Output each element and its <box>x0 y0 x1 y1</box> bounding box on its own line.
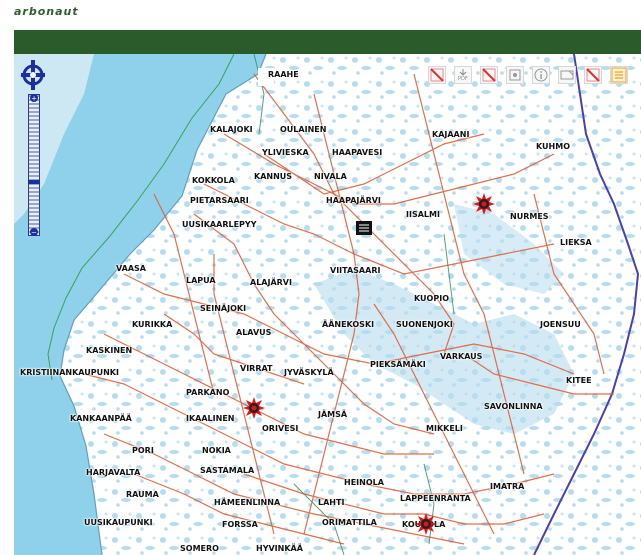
disabled-tool-icon <box>586 68 600 82</box>
city-label: SAVONLINNA <box>484 402 543 411</box>
city-label: HAAPAJÄRVI <box>326 196 381 205</box>
layers-list-icon <box>611 67 627 83</box>
city-label: KASKINEN <box>86 346 133 355</box>
zoom-handle <box>28 180 40 184</box>
land-strip <box>258 68 274 86</box>
zoom-extent-button[interactable] <box>506 66 524 84</box>
red-burst-marker[interactable] <box>242 396 266 420</box>
city-label: KAJAANI <box>432 130 470 139</box>
city-label: KANNUS <box>254 172 293 181</box>
zoom-in-icon <box>30 94 38 102</box>
zoom-extent-icon <box>509 69 521 81</box>
city-label: KUOPIO <box>414 294 449 303</box>
city-label: NIVALA <box>314 172 347 181</box>
coastline <box>59 54 267 555</box>
city-label: KOKKOLA <box>192 176 235 185</box>
city-label: SOMERO <box>180 544 219 553</box>
city-label: ALAVUS <box>236 328 272 337</box>
city-label: NURMES <box>510 212 549 221</box>
app-header: arbonaut <box>0 0 641 30</box>
city-label: KUHMO <box>536 142 571 151</box>
city-label: ALAJÄRVI <box>250 278 292 287</box>
city-label: ORIVESI <box>262 424 299 433</box>
city-label: LAPUA <box>186 276 216 285</box>
city-label: OULAINEN <box>280 125 327 134</box>
road-network <box>83 73 614 545</box>
map-view[interactable]: + − PDF RAAHE KALAJOKI OULAINEN KAJAANI YLIV… <box>14 54 641 555</box>
city-label: KANKAANPÄÄ <box>70 414 132 423</box>
coastal-boundary <box>47 54 235 381</box>
city-label: VARKAUS <box>440 352 483 361</box>
city-label: LAPPEENRANTA <box>400 494 471 503</box>
city-label: HARJAVALTA <box>86 468 141 477</box>
city-label: HEINOLA <box>344 478 384 487</box>
city-label: VAASA <box>116 264 146 273</box>
zoom-slider[interactable]: + − <box>28 94 40 236</box>
city-label: PORI <box>132 446 154 455</box>
disabled-tool-button[interactable] <box>428 66 446 84</box>
city-label: KRISTIINANKAUPUNKI <box>20 368 119 377</box>
disabled-tool-icon <box>482 68 496 82</box>
city-label: KURIKKA <box>132 320 173 329</box>
city-label: ÄÄNEKOSKI <box>322 320 375 329</box>
city-label: KITEE <box>566 376 592 385</box>
pdf-export-button[interactable]: PDF <box>454 66 472 84</box>
city-label: PIEKSÄMÄKI <box>370 360 426 369</box>
city-label: NOKIA <box>202 446 231 455</box>
layers-list-button[interactable] <box>610 66 628 84</box>
city-label: VIITASAARI <box>330 266 381 275</box>
city-label: PARKANO <box>186 388 230 397</box>
city-label: HYVINKÄÄ <box>256 544 303 553</box>
info-icon <box>534 68 548 82</box>
pan-control[interactable] <box>20 58 46 92</box>
city-label: IISALMI <box>406 210 440 219</box>
pdf-label: PDF <box>458 76 468 82</box>
disabled-tool-button[interactable] <box>480 66 498 84</box>
measure-icon <box>560 70 574 80</box>
city-label: SEINÄJOKI <box>200 304 247 313</box>
city-label: IKAALINEN <box>186 414 235 423</box>
city-label: SUONENJOKI <box>396 320 453 329</box>
lake-area <box>454 204 564 294</box>
disabled-tool-button[interactable] <box>584 66 602 84</box>
sea-area <box>14 54 266 555</box>
measure-button[interactable] <box>558 66 576 84</box>
city-label: RAUMA <box>126 490 159 499</box>
city-label: IMATRA <box>490 482 525 491</box>
national-border <box>533 54 640 555</box>
red-burst-marker[interactable] <box>414 512 438 536</box>
city-label: FORSSA <box>222 520 258 529</box>
lake-area <box>314 269 574 434</box>
map-navigation-control: + − <box>20 58 46 238</box>
city-label: JÄMSÄ <box>318 410 348 419</box>
city-label: LAHTI <box>318 498 345 507</box>
disabled-tool-icon <box>430 68 444 82</box>
header-bar <box>14 30 641 54</box>
city-label: KALAJOKI <box>210 125 253 134</box>
city-label: UUSIKAARLEPYY <box>182 220 257 229</box>
city-label: YLIVIESKA <box>262 148 309 157</box>
city-label: MIKKELI <box>426 424 463 433</box>
city-label: VIRRAT <box>240 364 273 373</box>
red-burst-marker[interactable] <box>472 192 496 216</box>
city-label: UUSIKAUPUNKI <box>84 518 153 527</box>
city-label: HÄMEENLINNA <box>214 498 281 507</box>
city-label: JOENSUU <box>540 320 581 329</box>
city-label: JYVÄSKYLÄ <box>284 368 334 377</box>
city-label: PIETARSAARI <box>190 196 249 205</box>
app-logo: arbonaut <box>14 5 79 18</box>
map-canvas[interactable] <box>14 54 641 555</box>
svg-text:+: + <box>31 95 37 103</box>
city-label: ORIMATTILA <box>322 518 377 527</box>
info-button[interactable] <box>532 66 550 84</box>
city-label: SASTAMALA <box>200 466 255 475</box>
regional-boundaries <box>253 54 455 555</box>
black-square-marker[interactable] <box>352 216 376 240</box>
city-label: RAAHE <box>268 70 299 79</box>
pdf-export-icon <box>459 69 467 76</box>
city-label: HAAPAVESI <box>332 148 383 157</box>
zoom-out-icon <box>30 228 38 236</box>
svg-text:−: − <box>31 229 37 237</box>
city-label: LIEKSA <box>560 238 592 247</box>
